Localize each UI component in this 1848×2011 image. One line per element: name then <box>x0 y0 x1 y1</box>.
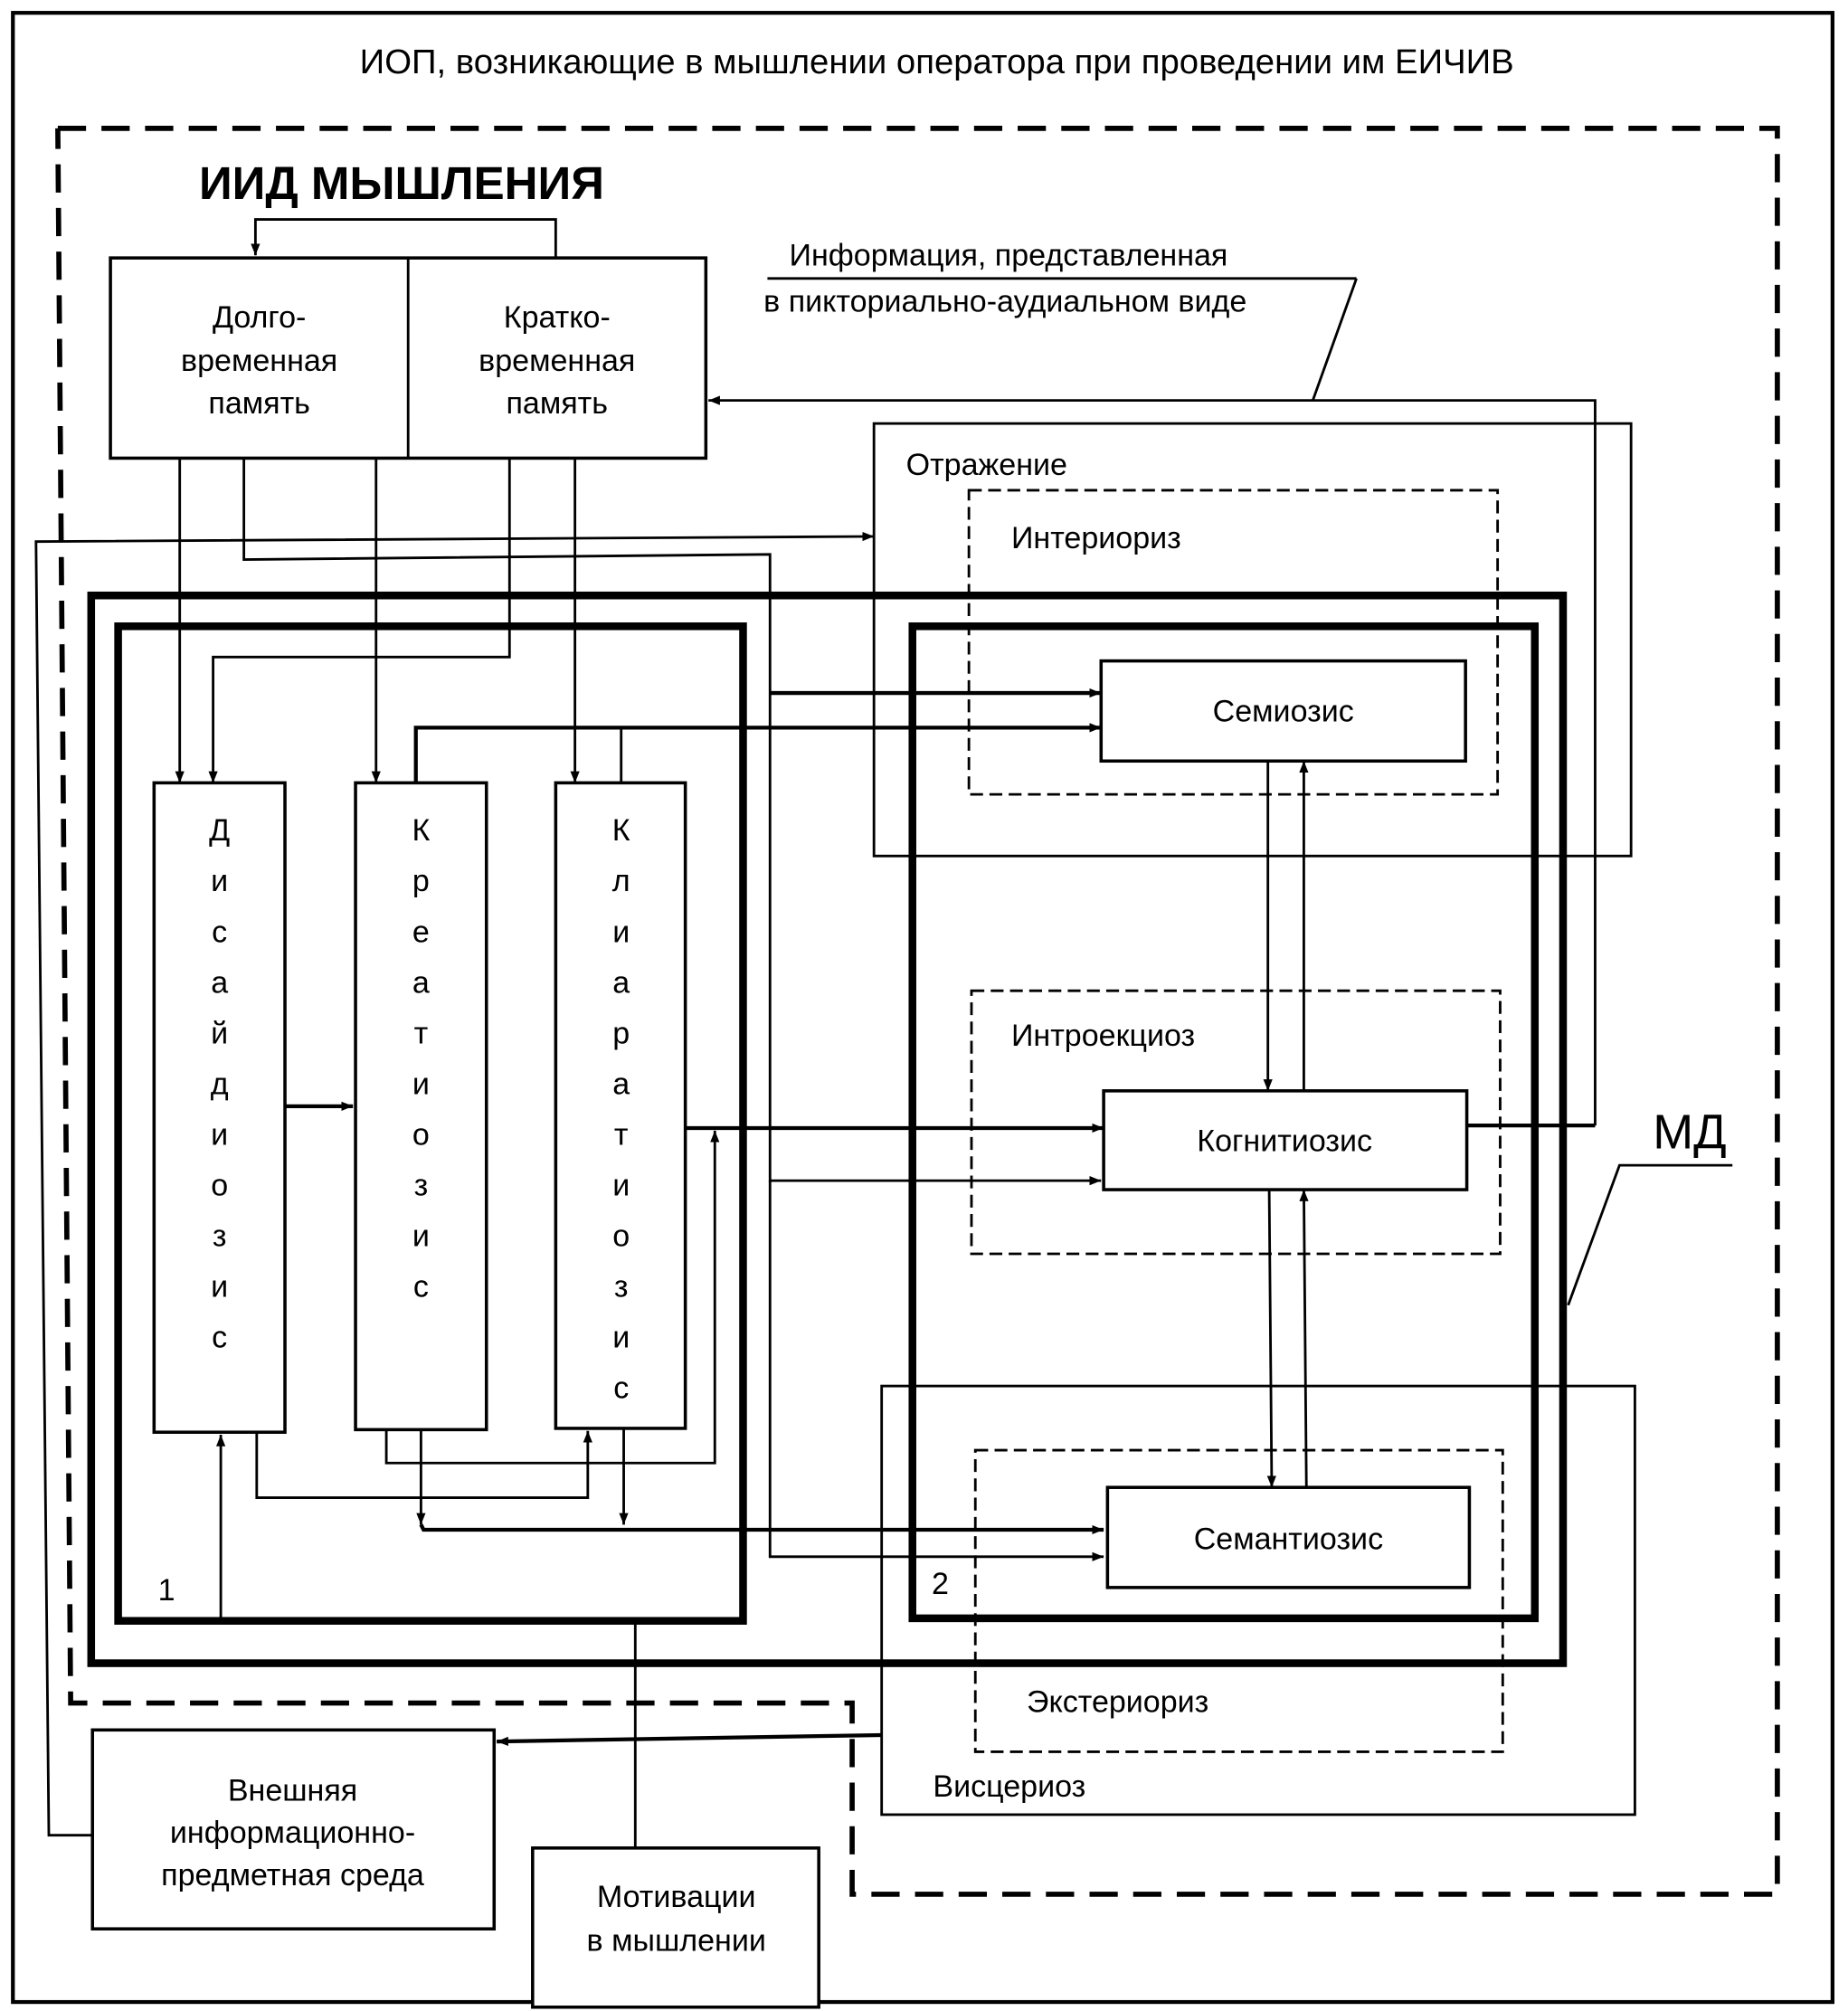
block-2-frame <box>908 622 1540 1623</box>
columns-to-semiosis-arrow <box>413 723 1102 783</box>
introekcioz-region <box>970 989 1502 1256</box>
semantiosis-label: Семантиозис <box>1194 1522 1383 1556</box>
motivation-box <box>531 1846 820 2009</box>
column-letter: с <box>613 1371 629 1406</box>
short-term-memory: Кратко- временная память <box>479 300 635 421</box>
info-note-line-1: Информация, представленная <box>790 239 1228 273</box>
semantiosis-to-kognitiosis-arrow <box>1299 1190 1309 1488</box>
column-letter: л <box>612 864 630 898</box>
kognitiosis-to-semantiosis-arrow <box>1266 1190 1276 1488</box>
column-letter: о <box>412 1117 430 1152</box>
semiosis-box <box>1099 659 1467 764</box>
columns-to-semantiosis-arrow <box>419 1523 1104 1535</box>
iid-heading: ИИД МЫШЛЕНИЯ <box>199 157 604 209</box>
column-letter: з <box>213 1219 227 1253</box>
column-letter: К <box>612 813 630 848</box>
md-label: МД <box>1653 1105 1726 1160</box>
motivation-to-disaidiosis-arrow <box>215 1435 637 1848</box>
column-letter: а <box>211 965 228 1000</box>
external-env-line: предметная среда <box>161 1858 424 1892</box>
block-1-number: 1 <box>158 1573 175 1608</box>
iid-boundary-dashed <box>55 126 1780 1897</box>
external-env-box <box>90 1728 497 1930</box>
outer-frame <box>11 11 1835 2005</box>
column-letter: Д <box>209 813 230 848</box>
kreatiosis-box <box>354 781 488 1432</box>
kognitiosis-box <box>1102 1089 1469 1191</box>
short-term-memory-line: временная <box>479 344 635 378</box>
long-term-memory: Долго- временная память <box>181 300 337 421</box>
kliaratiosis-box <box>554 781 687 1430</box>
column-letter: и <box>612 915 630 949</box>
long-term-memory-line: временная <box>181 344 337 378</box>
viscerioz-label: Висцериоз <box>933 1769 1085 1804</box>
diagram-title: ИОП, возникающие в мышлении оператора пр… <box>360 43 1514 81</box>
column-letter: и <box>412 1219 430 1253</box>
column-letter: р <box>612 1016 630 1050</box>
exterioriz-region <box>973 1448 1504 1753</box>
semantiosis-box <box>1105 1485 1472 1589</box>
branch-to-semantiosis-arrow <box>768 1181 1104 1561</box>
md-leader <box>1567 1163 1733 1306</box>
short-term-memory-line: Кратко- <box>504 300 611 335</box>
column-letter: й <box>211 1016 228 1050</box>
column-letter: и <box>612 1168 630 1202</box>
block-1-frame <box>114 622 747 1625</box>
column-letter: о <box>612 1219 630 1253</box>
column-letter: а <box>612 1067 630 1101</box>
stm-to-disaidiosis-arrow <box>208 458 511 783</box>
semiosis-label: Семиозис <box>1213 694 1354 728</box>
exterioriz-label: Экстериориз <box>1027 1684 1208 1719</box>
kreatiosis-to-kliaratiosis-loop <box>384 1130 720 1465</box>
column-letter: К <box>412 813 430 848</box>
env-to-reflection-arrow <box>34 531 875 1837</box>
column-letter: о <box>211 1168 228 1202</box>
column-letter: с <box>212 1321 227 1355</box>
viscerioz-region <box>880 1384 1636 1817</box>
column-letter: з <box>414 1168 429 1202</box>
introekcioz-label: Интроекциоз <box>1011 1019 1195 1053</box>
column-letter: и <box>211 1117 228 1152</box>
external-env-line: информационно- <box>170 1816 415 1850</box>
column-letter: е <box>412 915 430 949</box>
memory-feedback-arrow <box>251 218 557 259</box>
info-to-short-term-arrow <box>708 395 1597 1126</box>
long-term-memory-line: Долго- <box>213 300 306 335</box>
column-letter: и <box>412 1067 430 1101</box>
short-term-memory-line: память <box>507 386 609 421</box>
long-term-memory-line: память <box>208 386 310 421</box>
column-letter: и <box>211 1270 228 1304</box>
interioriz-label: Интериориз <box>1011 521 1181 555</box>
column-letter: и <box>211 864 228 898</box>
column-letter: т <box>614 1117 629 1152</box>
motivation-line: в мышлении <box>587 1923 766 1958</box>
column-letter: т <box>414 1016 429 1050</box>
block-2-number: 2 <box>932 1567 949 1601</box>
column-letter: с <box>212 915 227 949</box>
reflection-region <box>872 422 1633 858</box>
column-letter: д <box>211 1067 229 1101</box>
column-letter: а <box>412 965 430 1000</box>
interioriz-region <box>967 489 1500 796</box>
info-note-line-2: в пикториально-аудиальном виде <box>763 285 1246 319</box>
info-note-leader <box>1312 278 1358 402</box>
column-letter: з <box>614 1270 629 1304</box>
md-frame <box>87 591 1568 1667</box>
column-letter: а <box>612 965 630 1000</box>
reflection-label: Отражение <box>906 448 1067 482</box>
column-letter: р <box>412 864 430 898</box>
motivation-line: Мотивации <box>597 1880 756 1914</box>
kognitiosis-label: Когнитиозис <box>1197 1124 1372 1159</box>
ltm-to-semiosis-route <box>242 458 1102 1186</box>
viscerioz-to-env-arrow <box>497 1732 882 1746</box>
column-letter: и <box>612 1321 630 1355</box>
external-env-line: Внешняя <box>228 1773 357 1807</box>
column-letter: с <box>413 1270 429 1304</box>
